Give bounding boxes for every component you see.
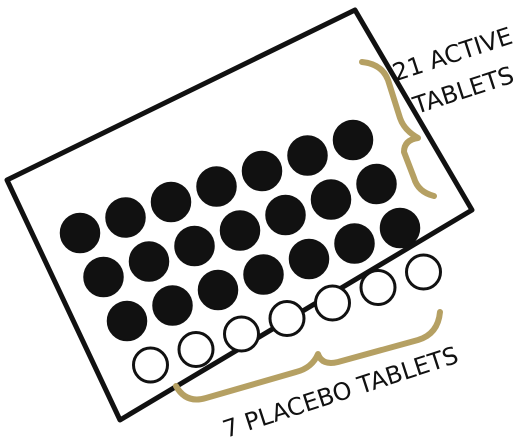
placebo-pill [179, 333, 213, 367]
active-pill [288, 136, 327, 175]
active-pill [175, 227, 214, 266]
active-pill [199, 271, 238, 310]
active-pill [243, 152, 282, 191]
placebo-pill [270, 302, 304, 336]
active-pill [61, 214, 100, 253]
active-pill [152, 183, 191, 222]
placebo-pill [134, 348, 168, 382]
active-pill [153, 286, 192, 325]
active-pill [84, 258, 123, 297]
active-pill [106, 198, 145, 237]
active-pill [312, 180, 351, 219]
placebo-pill [225, 317, 259, 351]
active-pill [335, 224, 374, 263]
active-pill [381, 209, 420, 248]
active-pill [244, 255, 283, 294]
active-pill [266, 196, 305, 235]
active-pill [197, 167, 236, 206]
placebo-tablets-label: 7 PLACEBO TABLETS [219, 341, 462, 444]
active-pill [130, 242, 169, 281]
placebo-pill [361, 271, 395, 305]
active-pill [357, 165, 396, 204]
active-pill [108, 302, 147, 341]
active-pill [334, 121, 373, 160]
placebo-pill [407, 255, 441, 289]
active-pill [290, 240, 329, 279]
active-pill [221, 211, 260, 250]
pill-grid [61, 121, 441, 383]
placebo-pill [316, 286, 350, 320]
